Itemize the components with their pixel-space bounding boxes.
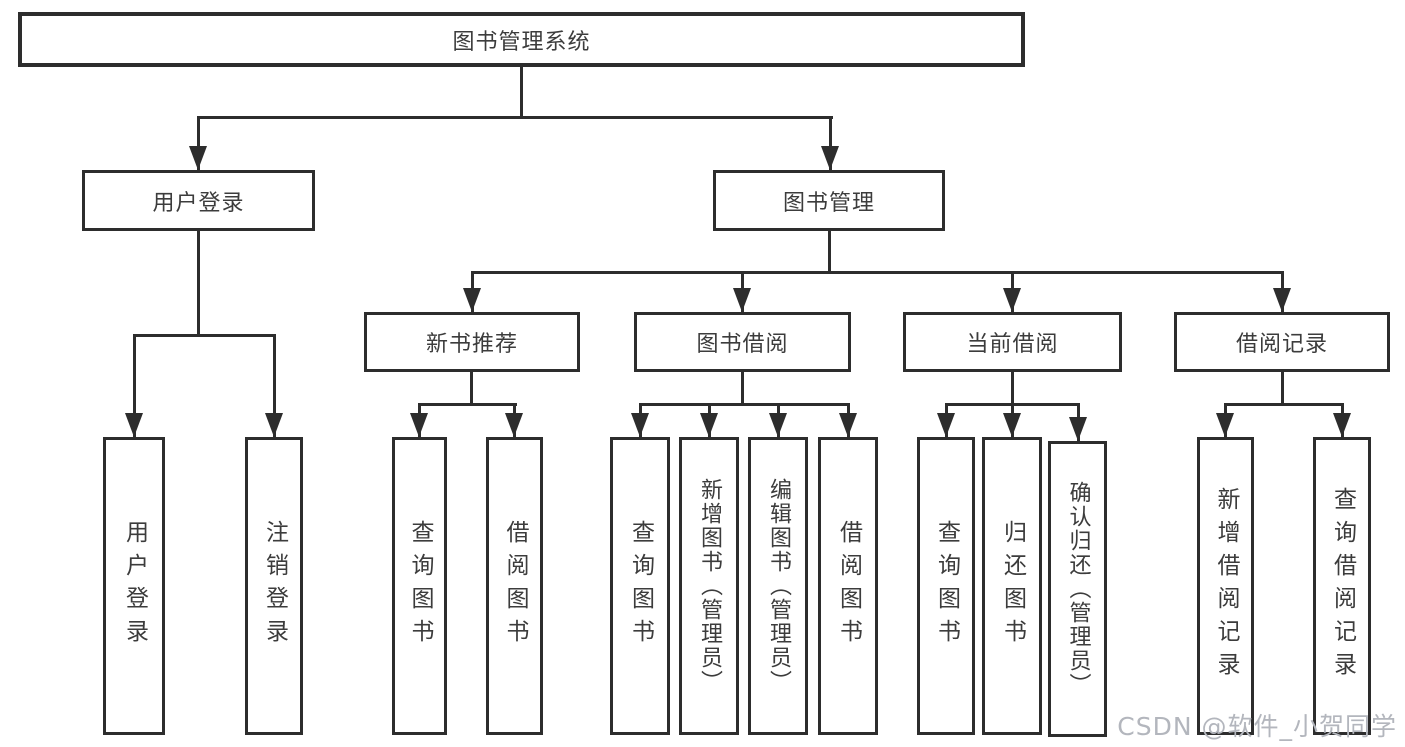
leaf-label: 归还图书: [999, 520, 1026, 652]
connector-line: [520, 67, 523, 118]
arrow-down-icon: [189, 146, 207, 170]
leaf-borrow-query-books: 查询图书: [610, 437, 670, 735]
node-user-login: 用户登录: [82, 170, 315, 231]
arrow-down-icon: [1003, 413, 1021, 437]
arrow-down-icon: [1216, 413, 1234, 437]
leaf-add-borrow-record: 新增借阅记录: [1197, 437, 1254, 735]
leaf-edit-books-admin: 编辑图书（管理员）: [748, 437, 808, 735]
connector-line: [470, 372, 473, 406]
leaf-label: 查询借阅记录: [1329, 487, 1356, 685]
leaf-confirm-return-admin: 确认归还（管理员）: [1048, 441, 1107, 737]
leaf-label: 新增图书（管理员）: [697, 478, 722, 694]
leaf-query-borrow-record: 查询借阅记录: [1313, 437, 1371, 735]
node-borrow-records: 借阅记录: [1174, 312, 1390, 372]
leaf-label: 新增借阅记录: [1213, 487, 1239, 685]
leaf-newbook-borrow-books: 借阅图书: [486, 437, 543, 735]
leaf-label: 借阅图书: [502, 520, 528, 652]
connector-line: [829, 116, 832, 170]
arrow-down-icon: [733, 288, 751, 312]
connector-line: [197, 116, 833, 119]
leaf-label: 注销登录: [261, 520, 288, 652]
connector-line: [1011, 372, 1014, 406]
leaf-current-query-books: 查询图书: [917, 437, 975, 735]
connector-line: [133, 334, 276, 337]
arrow-down-icon: [700, 413, 718, 437]
arrow-down-icon: [1003, 288, 1021, 312]
node-book-management: 图书管理: [713, 170, 945, 231]
arrow-down-icon: [1273, 288, 1291, 312]
connector-line: [197, 116, 200, 170]
arrow-down-icon: [631, 413, 649, 437]
arrow-down-icon: [937, 413, 955, 437]
arrow-down-icon: [769, 413, 787, 437]
connector-line: [197, 231, 200, 336]
connector-line: [1224, 403, 1344, 406]
connector-line: [273, 334, 276, 437]
arrow-down-icon: [821, 146, 839, 170]
connector-line: [418, 403, 517, 406]
node-current-borrowing: 当前借阅: [903, 312, 1122, 372]
leaf-label: 查询图书: [627, 520, 654, 652]
arrow-down-icon: [839, 413, 857, 437]
leaf-label: 编辑图书（管理员）: [766, 478, 791, 694]
leaf-label: 查询图书: [933, 520, 960, 652]
node-new-book-recommend: 新书推荐: [364, 312, 580, 372]
node-library-system: 图书管理系统: [18, 12, 1025, 67]
connector-line: [133, 334, 136, 437]
leaf-label: 确认归还（管理员）: [1065, 481, 1091, 697]
leaf-add-books-admin: 新增图书（管理员）: [679, 437, 739, 735]
leaf-label: 查询图书: [407, 520, 433, 652]
node-book-borrowing: 图书借阅: [634, 312, 851, 372]
leaf-user-login: 用户登录: [103, 437, 165, 735]
leaf-logout: 注销登录: [245, 437, 303, 735]
arrow-down-icon: [505, 413, 523, 437]
connector-line: [741, 372, 744, 406]
arrow-down-icon: [410, 413, 428, 437]
arrow-down-icon: [1333, 413, 1351, 437]
csdn-watermark: CSDN @软件_小贺同学: [1117, 712, 1397, 741]
arrow-down-icon: [1069, 417, 1087, 441]
connector-line: [1281, 372, 1284, 406]
arrow-down-icon: [125, 413, 143, 437]
connector-line: [639, 403, 849, 406]
connector-line: [828, 231, 831, 274]
leaf-label: 借阅图书: [835, 520, 862, 652]
arrow-down-icon: [265, 413, 283, 437]
leaf-return-books: 归还图书: [982, 437, 1042, 735]
connector-line: [471, 271, 1283, 274]
leaf-newbook-query-books: 查询图书: [392, 437, 447, 735]
arrow-down-icon: [463, 288, 481, 312]
leaf-label: 用户登录: [121, 520, 148, 652]
leaf-borrow-books: 借阅图书: [818, 437, 878, 735]
